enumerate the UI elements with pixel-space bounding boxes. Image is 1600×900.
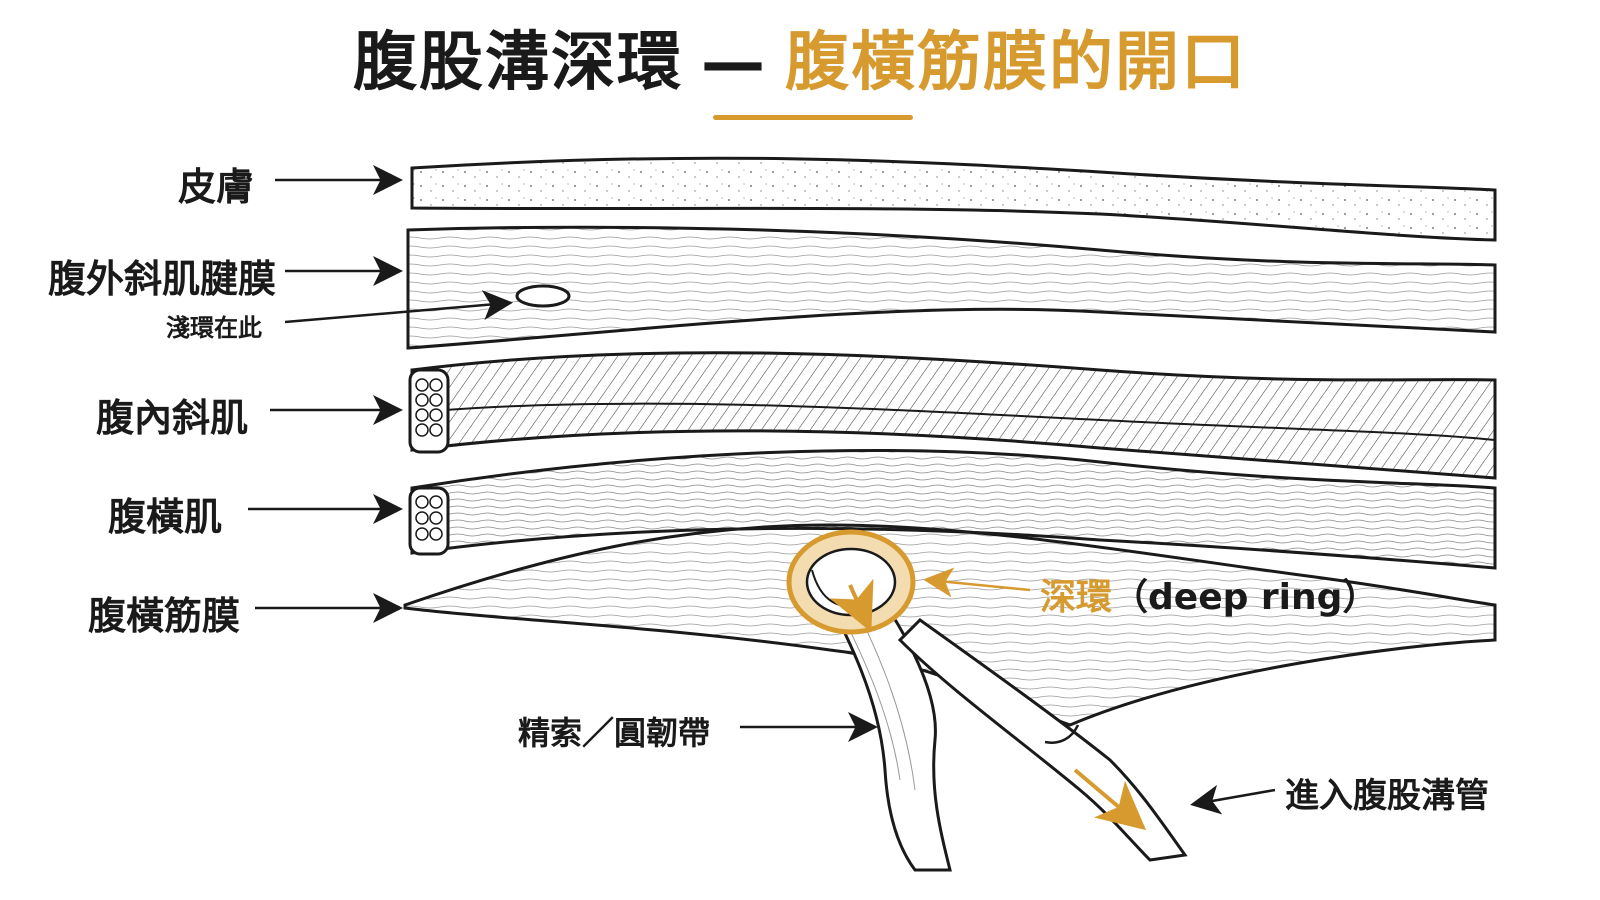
muscle-bundle-icon-2 <box>408 486 450 556</box>
superficial-ring-icon <box>515 284 571 308</box>
flow-arrow-1 <box>829 578 874 633</box>
arrow-superficial-ring <box>284 290 513 324</box>
arrow-deep-ring <box>923 567 1031 598</box>
title-dash: — <box>701 26 767 100</box>
label-transversus-abdominis: 腹橫肌 <box>108 495 223 539</box>
internal-oblique-layer <box>408 351 1497 480</box>
skin-layer <box>410 156 1497 242</box>
label-deep-ring: 深環（deep ring） <box>1040 568 1378 620</box>
label-internal-oblique: 腹內斜肌 <box>96 396 249 440</box>
title-underline <box>713 115 913 120</box>
deep-ring-icon <box>786 529 916 635</box>
external-oblique-layer <box>406 225 1497 350</box>
page-title: 腹股溝深環—腹橫筋膜的開口 <box>0 18 1600 108</box>
label-spermatic-cord: 精索／圓韌帶 <box>518 714 711 752</box>
arrow-inguinal-canal <box>1190 784 1276 815</box>
title-main: 腹股溝深環 <box>353 26 683 100</box>
muscle-bundle-icon <box>408 368 450 454</box>
label-transversalis-fascia: 腹橫筋膜 <box>88 594 241 638</box>
label-inguinal-canal: 進入腹股溝管 <box>1285 776 1489 816</box>
flow-arrow-2 <box>1073 768 1147 831</box>
label-external-oblique: 腹外斜肌腱膜 <box>48 257 277 301</box>
label-skin: 皮膚 <box>178 165 255 209</box>
title-accent: 腹橫筋膜的開口 <box>785 26 1247 100</box>
deep-ring-zh: 深環 <box>1040 577 1113 618</box>
transversalis-fascia-layer <box>403 523 1497 727</box>
deep-ring-en: （deep ring） <box>1112 577 1379 618</box>
label-superficial-ring: 淺環在此 <box>166 314 262 342</box>
